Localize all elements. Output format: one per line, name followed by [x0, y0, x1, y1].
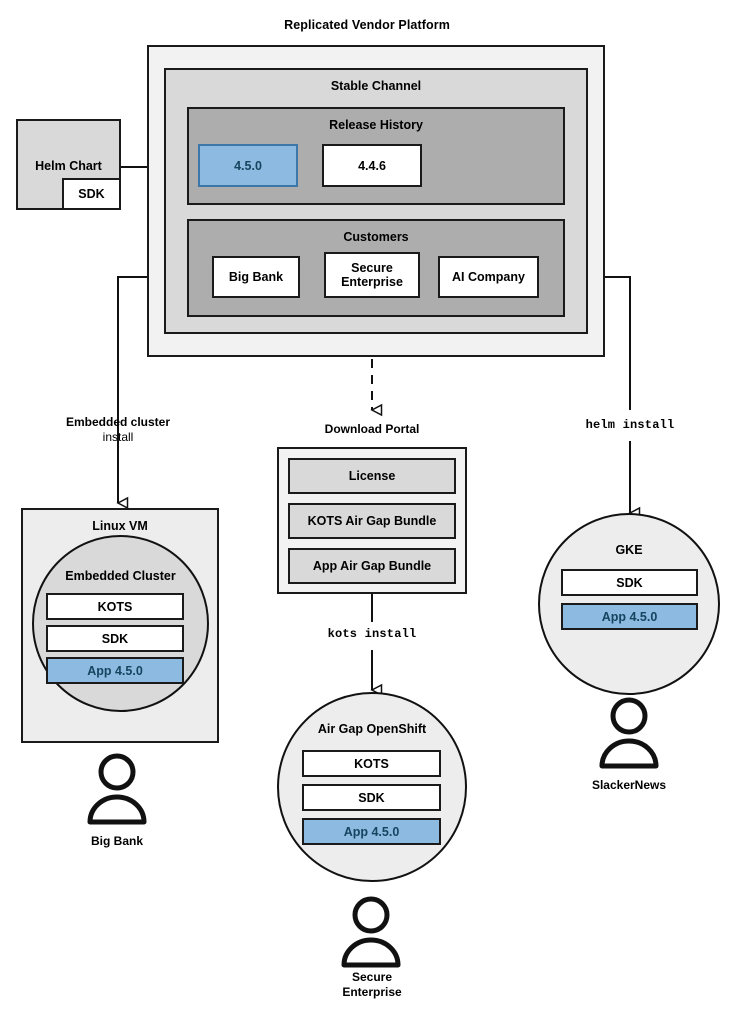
helm-chart-sdk-box[interactable]: SDK [62, 178, 121, 210]
gke-label: GKE [615, 543, 643, 557]
edge-label-embedded-cluster-install: Embedded cluster install [38, 415, 198, 445]
person-icon-big-bank [87, 753, 147, 825]
release-card-4-4-6[interactable]: 4.4.6 [322, 144, 422, 187]
helm-chart-label: Helm Chart [35, 159, 102, 173]
person-icon-slackernews [599, 697, 659, 769]
edge-label-kots-install: kots install [327, 627, 417, 641]
edge-label-helm-install: helm install [585, 418, 675, 432]
linux-vm-stack-kots[interactable]: KOTS [46, 593, 184, 620]
release-card-4-5-0[interactable]: 4.5.0 [198, 144, 298, 187]
edge-label-embedded-cluster-line1: Embedded cluster [65, 415, 171, 429]
download-portal-label: Download Portal [324, 422, 420, 436]
download-portal-item-kots-air-gap-bundle[interactable]: KOTS Air Gap Bundle [288, 503, 456, 539]
download-portal-item-license[interactable]: License [288, 458, 456, 494]
linux-vm-stack-app[interactable]: App 4.5.0 [46, 657, 184, 684]
page-title: Replicated Vendor Platform [284, 18, 450, 32]
customer-card-secure-enterprise[interactable]: Secure Enterprise [324, 252, 420, 298]
linux-vm-stack-sdk[interactable]: SDK [46, 625, 184, 652]
openshift-stack-app[interactable]: App 4.5.0 [302, 818, 441, 845]
embedded-cluster-circle: Embedded Cluster [32, 535, 209, 712]
gke-stack-sdk[interactable]: SDK [561, 569, 698, 596]
release-history-label: Release History [329, 118, 423, 132]
person-label-slackernews: SlackerNews [591, 778, 667, 792]
download-portal-item-app-air-gap-bundle[interactable]: App Air Gap Bundle [288, 548, 456, 584]
person-label-big-bank: Big Bank [90, 834, 143, 848]
edge-label-embedded-cluster-line2: install [102, 430, 134, 444]
air-gap-openshift-label: Air Gap OpenShift [317, 722, 427, 736]
customer-card-ai-company[interactable]: AI Company [438, 256, 539, 298]
openshift-stack-sdk[interactable]: SDK [302, 784, 441, 811]
stable-channel-label: Stable Channel [330, 79, 422, 93]
embedded-cluster-label: Embedded Cluster [65, 569, 176, 583]
customer-card-big-bank[interactable]: Big Bank [212, 256, 300, 298]
linux-vm-label: Linux VM [92, 519, 148, 533]
gke-stack-app[interactable]: App 4.5.0 [561, 603, 698, 630]
customers-label: Customers [343, 230, 409, 244]
person-icon-secure-enterprise [341, 896, 401, 968]
person-label-secure-enterprise: Secure Enterprise [342, 970, 402, 999]
openshift-stack-kots[interactable]: KOTS [302, 750, 441, 777]
